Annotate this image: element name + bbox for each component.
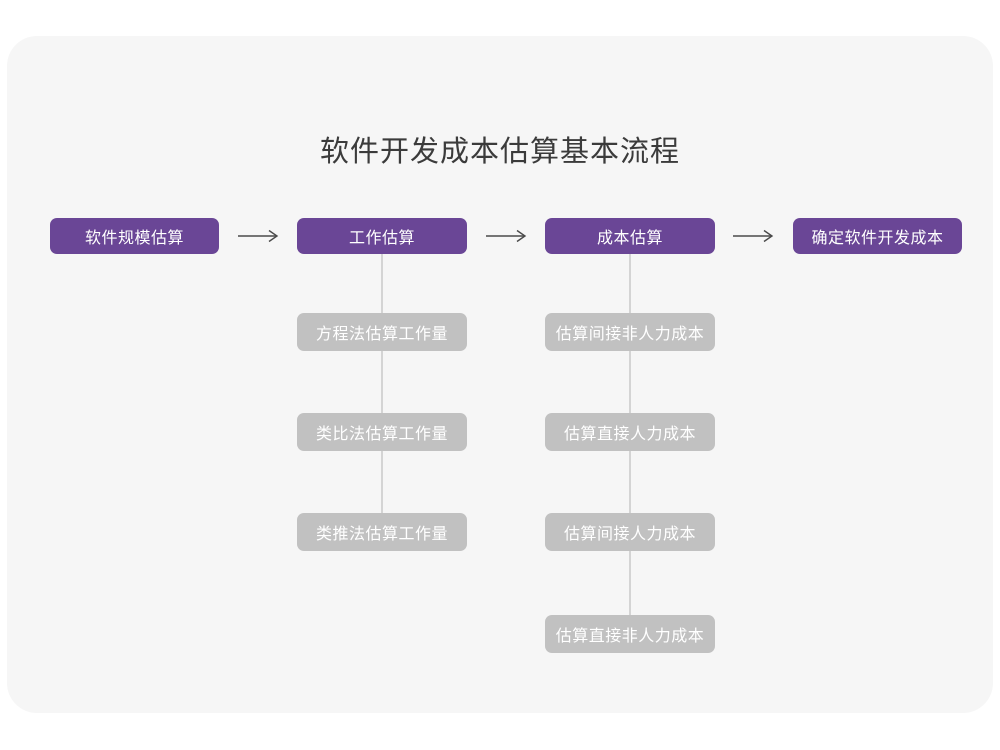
node-direct-labor-cost: 估算直接人力成本 (545, 413, 715, 451)
node-software-scale-estimation: 软件规模估算 (50, 218, 219, 254)
connector-work-column (381, 254, 383, 514)
right-arrow-icon (733, 229, 774, 243)
right-arrow-icon (486, 229, 527, 243)
node-indirect-labor-cost: 估算间接人力成本 (545, 513, 715, 551)
node-determine-software-dev-cost: 确定软件开发成本 (793, 218, 962, 254)
right-arrow-icon (238, 229, 279, 243)
node-indirect-non-labor-cost: 估算间接非人力成本 (545, 313, 715, 351)
node-extrapolation-method-workload: 类推法估算工作量 (297, 513, 467, 551)
node-equation-method-workload: 方程法估算工作量 (297, 313, 467, 351)
node-work-estimation: 工作估算 (297, 218, 467, 254)
node-analogy-method-workload: 类比法估算工作量 (297, 413, 467, 451)
diagram-title: 软件开发成本估算基本流程 (319, 136, 680, 168)
flowchart-card: 软件开发成本估算基本流程 软件规模估算 工作估算 成本估算 确定软件开发成本 方… (7, 36, 993, 713)
node-direct-non-labor-cost: 估算直接非人力成本 (545, 615, 715, 653)
node-cost-estimation: 成本估算 (545, 218, 715, 254)
